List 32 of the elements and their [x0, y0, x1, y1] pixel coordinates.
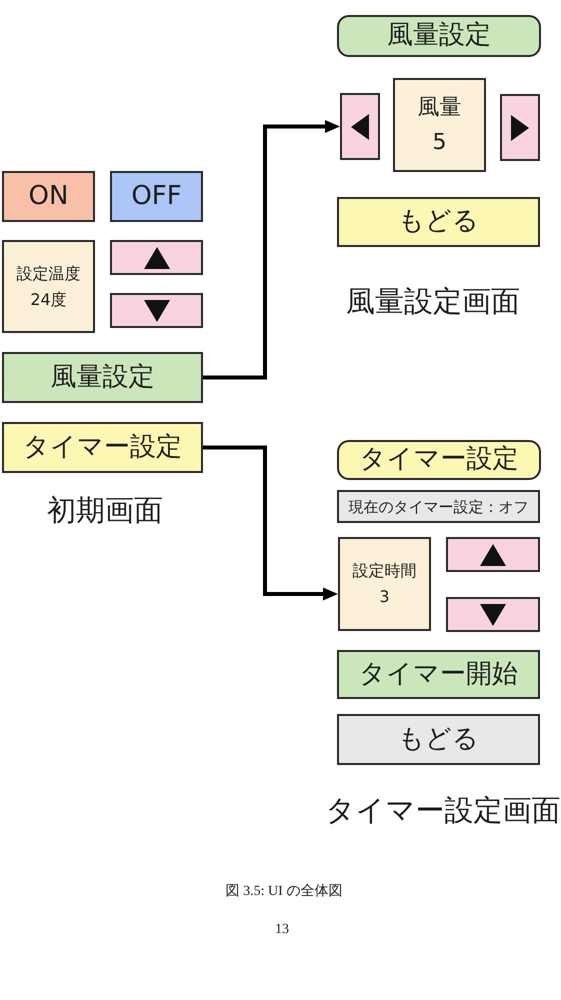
screen-caption: タイマー設定画面	[326, 793, 560, 828]
figure-caption: 図 3.5: UI の全体図	[226, 884, 342, 901]
up-button	[446, 537, 540, 572]
start-button: タイマー開始	[337, 650, 540, 699]
arrow	[203, 120, 340, 380]
menu-button: タイマー設定	[2, 422, 203, 473]
up-button	[110, 240, 203, 275]
value-text: 5	[432, 129, 446, 157]
left-button	[340, 93, 380, 160]
display-panel	[338, 537, 431, 631]
arrow	[203, 446, 338, 600]
value-text: 24度	[30, 288, 67, 310]
right-button	[500, 94, 540, 161]
screen-caption: 風量設定画面	[346, 284, 520, 319]
page-number: 13	[275, 922, 289, 939]
status-bar: 現在のタイマー設定：オフ	[337, 490, 540, 523]
value-text: 3	[379, 586, 390, 608]
display-panel	[2, 240, 95, 333]
menu-button: 風量設定	[2, 352, 203, 403]
on-button: ON	[2, 171, 95, 222]
screen-caption: 初期画面	[47, 493, 163, 528]
display-panel	[393, 78, 486, 172]
off-button: OFF	[110, 171, 203, 222]
screen-title-box: タイマー設定	[337, 440, 541, 480]
panel-label: 風量	[418, 94, 462, 122]
panel-label: 設定温度	[16, 262, 80, 285]
back-button: もどる	[337, 714, 540, 765]
screen-title-box: 風量設定	[337, 15, 541, 57]
back-button: もどる	[337, 197, 540, 247]
panel-label: 設定時間	[352, 560, 416, 582]
down-button	[110, 293, 203, 328]
down-button	[446, 597, 540, 632]
